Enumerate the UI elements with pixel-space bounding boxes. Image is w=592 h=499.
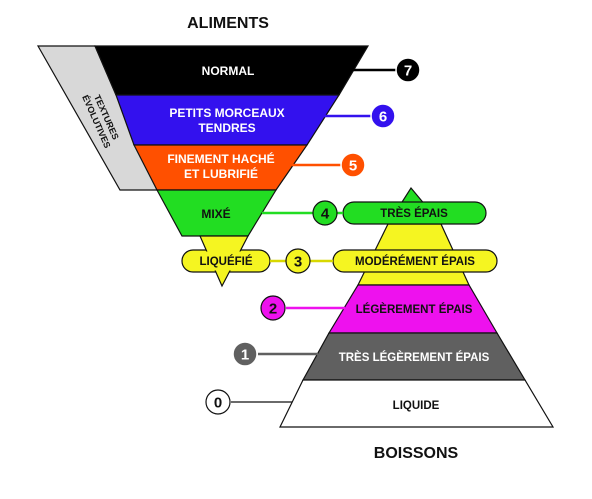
level-0-badge: 0 (205, 389, 231, 415)
level-4-number: 4 (321, 206, 330, 223)
level-2-number: 2 (269, 301, 277, 318)
level-0-number: 0 (214, 395, 222, 412)
level-5-badge: 5 (340, 152, 366, 178)
food-level-5-label-line1: FINEMENT HACHÉ (167, 151, 274, 166)
food-level-3-label: LIQUÉFIÉ (199, 255, 252, 268)
food-level-6-band (115, 94, 341, 146)
food-level-6-label-line2: TENDRES (198, 121, 255, 135)
drink-level-0-band (279, 379, 555, 428)
food-level-5-label-line2: ET LUBRIFIÉ (184, 166, 258, 181)
drink-level-1-label: TRÈS LÉGÈREMENT ÉPAIS (339, 351, 490, 364)
drink-level-0-label: LIQUIDE (393, 400, 440, 412)
level-1-badge: 1 (232, 341, 258, 367)
drinks-title: BOISSONS (374, 445, 459, 462)
level-1-number: 1 (241, 347, 249, 364)
level-6-badge: 6 (370, 103, 396, 129)
drink-level-3-label: MODÉRÉMENT ÉPAIS (355, 255, 475, 268)
level-3-number: 3 (294, 254, 302, 271)
food-level-7-label: NORMAL (202, 64, 255, 78)
food-title: ALIMENTS (187, 15, 269, 32)
level-7-badge: 7 (395, 57, 421, 83)
level-7-number: 7 (404, 63, 412, 80)
level-4-badge: 4 (312, 200, 338, 226)
level-2-badge: 2 (260, 295, 286, 321)
drink-level-4-label: TRÈS ÉPAIS (380, 207, 448, 220)
food-level-6-label-line1: PETITS MORCEAUX (169, 106, 284, 120)
level-6-number: 6 (379, 109, 387, 126)
food-level-4-label: MIXÉ (201, 206, 230, 221)
level-5-number: 5 (349, 158, 357, 175)
level-3-badge: 3 (285, 248, 311, 274)
drink-level-2-label: LÉGÈREMENT ÉPAIS (356, 303, 473, 316)
